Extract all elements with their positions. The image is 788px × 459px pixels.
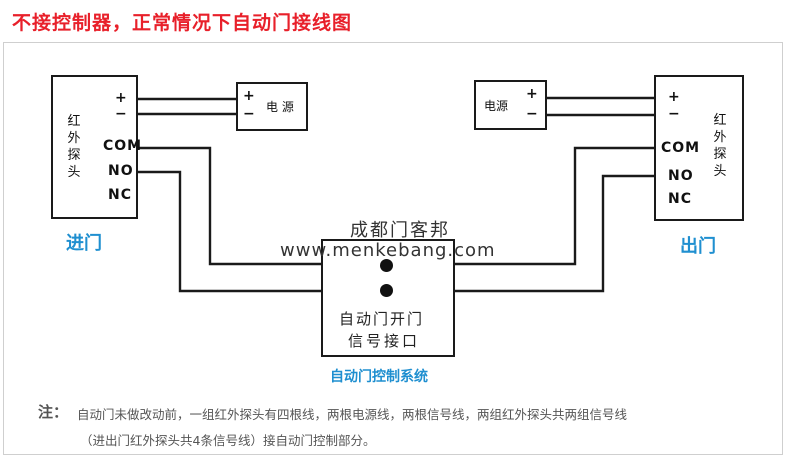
note-line-2: （进出门红外探头共4条信号线）接自动门控制部分。 xyxy=(80,433,376,448)
left-sensor-nc-terminal: NC xyxy=(108,187,132,203)
note-heading: 注： xyxy=(38,403,69,421)
left-sensor-caption: 进门 xyxy=(66,233,102,254)
left-sensor-plus-terminal: + xyxy=(115,90,128,106)
controller-interface-box xyxy=(321,239,455,357)
note-line-1: 自动门未做改动前，一组红外探头有四根线，两根电源线，两根信号线，两组红外探头共两… xyxy=(77,407,628,422)
right-power-box xyxy=(474,80,547,130)
watermark-name: 成都门客邦 xyxy=(350,220,450,241)
left-sensor-box xyxy=(51,75,138,219)
right-sensor-nc-terminal: NC xyxy=(668,191,692,207)
right-power-minus-terminal: − xyxy=(526,106,539,122)
left-power-label: 电 源 xyxy=(266,100,294,114)
right-sensor-com-terminal: COM xyxy=(661,140,701,156)
left-power-box xyxy=(236,82,308,131)
left-sensor-com-terminal: COM xyxy=(103,138,143,154)
right-sensor-no-terminal: NO xyxy=(668,168,694,184)
diagram-title: 不接控制器，正常情况下自动门接线图 xyxy=(12,12,353,34)
left-sensor-label: 红 外 探 头 xyxy=(67,114,81,180)
right-power-plus-terminal: + xyxy=(526,86,539,102)
left-com-wire xyxy=(136,146,322,266)
watermark-url: www.menkebang.com xyxy=(280,240,496,261)
diagram-frame xyxy=(3,42,783,455)
controller-caption: 自动门控制系统 xyxy=(330,369,428,385)
right-sensor-caption: 出门 xyxy=(680,236,716,257)
terminal-dot-1 xyxy=(380,259,393,272)
right-sensor-minus-terminal: − xyxy=(668,106,681,122)
right-sensor-plus-terminal: + xyxy=(668,89,681,105)
left-sensor-no-terminal: NO xyxy=(108,163,134,179)
controller-label-line1: 自动门开门 xyxy=(339,310,425,328)
right-sensor-label: 红 外 探 头 xyxy=(713,113,727,179)
left-sensor-minus-terminal: − xyxy=(115,106,128,122)
right-power-label: 电源 xyxy=(484,99,509,113)
right-no-wire xyxy=(454,174,655,293)
right-sensor-box xyxy=(654,75,744,221)
left-power-minus-terminal: − xyxy=(243,106,256,122)
terminal-dot-2 xyxy=(380,284,393,297)
left-no-wire xyxy=(136,170,322,293)
right-com-wire xyxy=(454,146,655,266)
left-power-plus-terminal: + xyxy=(243,88,256,104)
controller-label-line2: 信号接口 xyxy=(348,332,421,350)
